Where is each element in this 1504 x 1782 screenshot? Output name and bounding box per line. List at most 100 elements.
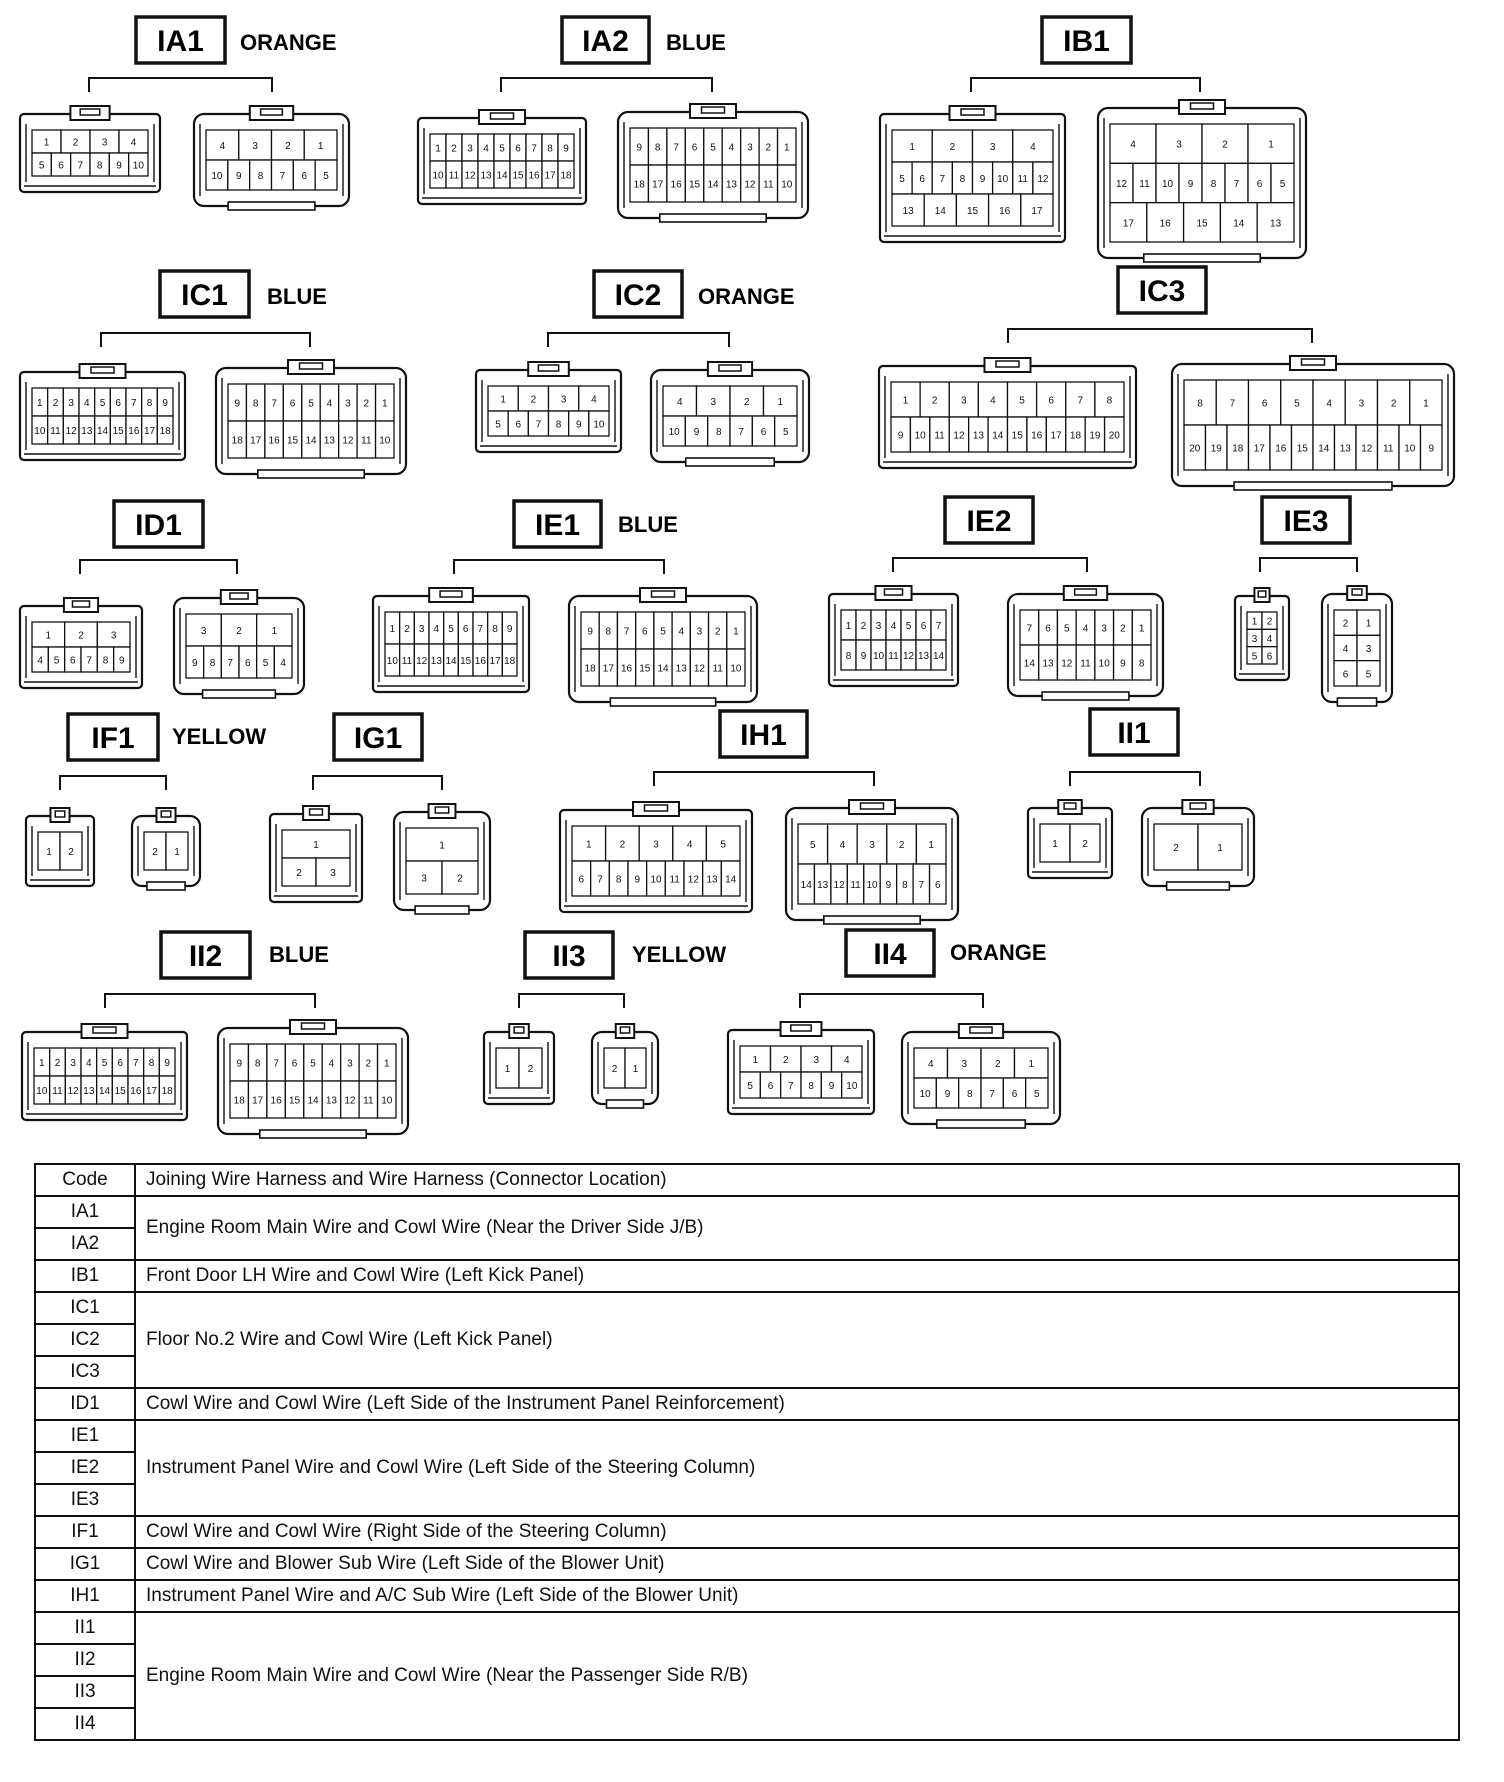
pin-cell — [374, 420, 395, 459]
pin-number: 1 — [784, 143, 790, 154]
pin-number: 18 — [560, 171, 572, 182]
code-cell: IC3 — [34, 1355, 136, 1389]
connector-code-label: IC3 — [1139, 275, 1186, 308]
pin-number: 12 — [344, 1096, 356, 1107]
pin-number: 13 — [726, 180, 738, 191]
pin-number: 2 — [1120, 624, 1126, 635]
pin-number: 16 — [271, 1096, 283, 1107]
connector-code-label: IG1 — [354, 722, 402, 755]
table-row: IE2 — [34, 1451, 1459, 1485]
pin-number: 7 — [478, 624, 484, 635]
connector-code-box — [159, 930, 252, 980]
pin-number: 1 — [44, 138, 50, 149]
pin-number: 11 — [1018, 174, 1029, 185]
pin-number: 3 — [347, 1059, 353, 1070]
pin-number: 10 — [781, 180, 793, 191]
pin-number: 14 — [933, 651, 945, 662]
pin-number: 2 — [1082, 839, 1088, 850]
pair-bracket — [1069, 771, 1201, 786]
pin-number: 4 — [729, 143, 735, 154]
pin-cell — [59, 831, 83, 871]
pin-number: 2 — [55, 1058, 61, 1069]
connector-code-label: IE2 — [966, 505, 1011, 538]
code-cell: II1 — [34, 1611, 136, 1645]
pin-number: 8 — [210, 658, 216, 669]
pin-cell — [405, 827, 479, 862]
pin-number: 5 — [323, 171, 329, 182]
connector-color-label: BLUE — [267, 284, 327, 309]
pin-number: 16 — [999, 206, 1011, 217]
pin-number: 3 — [102, 138, 108, 149]
connector-id1: ID1 — [79, 499, 238, 574]
pin-cell — [1247, 123, 1295, 164]
pin-number: 1 — [1366, 619, 1372, 630]
pair-bracket — [892, 557, 1088, 572]
pin-number: 15 — [967, 206, 979, 217]
pin-number: 9 — [162, 398, 168, 409]
connector-code-label: IE3 — [1283, 505, 1328, 538]
pin-cell — [923, 193, 958, 227]
pin-number: 7 — [936, 621, 942, 632]
pin-number: 6 — [117, 1058, 123, 1069]
pin-number: 9 — [694, 427, 700, 438]
code-cell: II2 — [34, 1643, 136, 1677]
pin-number: 4 — [1030, 142, 1036, 153]
pin-number: 17 — [144, 426, 156, 437]
pin-number: 11 — [763, 180, 774, 191]
pin-number: 3 — [1176, 140, 1182, 151]
pin-number: 3 — [747, 143, 753, 154]
connector-ie3: IE3 — [1259, 495, 1358, 572]
pin-number: 8 — [253, 399, 259, 410]
pin-number: 6 — [245, 658, 251, 669]
pin-number: 1 — [846, 621, 852, 632]
pin-number: 18 — [234, 1096, 246, 1107]
pin-cell — [156, 415, 174, 445]
pin-number: 10 — [387, 656, 399, 667]
pin-number: 18 — [585, 664, 597, 675]
pin-cell — [1197, 823, 1243, 871]
pin-number: 3 — [252, 141, 258, 152]
pin-cell — [128, 152, 149, 177]
pin-number: 7 — [227, 658, 233, 669]
pin-number: 1 — [318, 141, 324, 152]
pin-number: 1 — [505, 1064, 511, 1075]
code-cell: IH1 — [34, 1579, 136, 1613]
pin-number: 1 — [174, 847, 180, 858]
pin-number: 4 — [677, 397, 683, 408]
pin-number: 9 — [898, 431, 904, 442]
code-cell: IG1 — [34, 1547, 136, 1581]
pin-number: 1 — [382, 399, 388, 410]
pin-number: 18 — [634, 180, 646, 191]
pin-number: 13 — [1270, 218, 1282, 229]
pin-number: 3 — [813, 1055, 819, 1066]
pin-number: 2 — [296, 868, 302, 879]
pin-number: 10 — [997, 174, 1009, 185]
pin-number: 11 — [669, 875, 680, 886]
pin-number: 12 — [464, 171, 476, 182]
pair-bracket — [79, 559, 238, 574]
code-cell: II3 — [34, 1675, 136, 1709]
pin-number: 13 — [903, 206, 915, 217]
connector-code-label: IF1 — [91, 722, 134, 755]
pin-cell — [273, 645, 293, 679]
pin-number: 14 — [445, 656, 457, 667]
pin-cell — [726, 648, 746, 687]
pin-cell — [1025, 1077, 1049, 1109]
pin-number: 12 — [1116, 179, 1128, 190]
pin-number: 14 — [992, 431, 1004, 442]
pin-number: 7 — [86, 656, 92, 667]
pin-number: 7 — [1027, 624, 1033, 635]
